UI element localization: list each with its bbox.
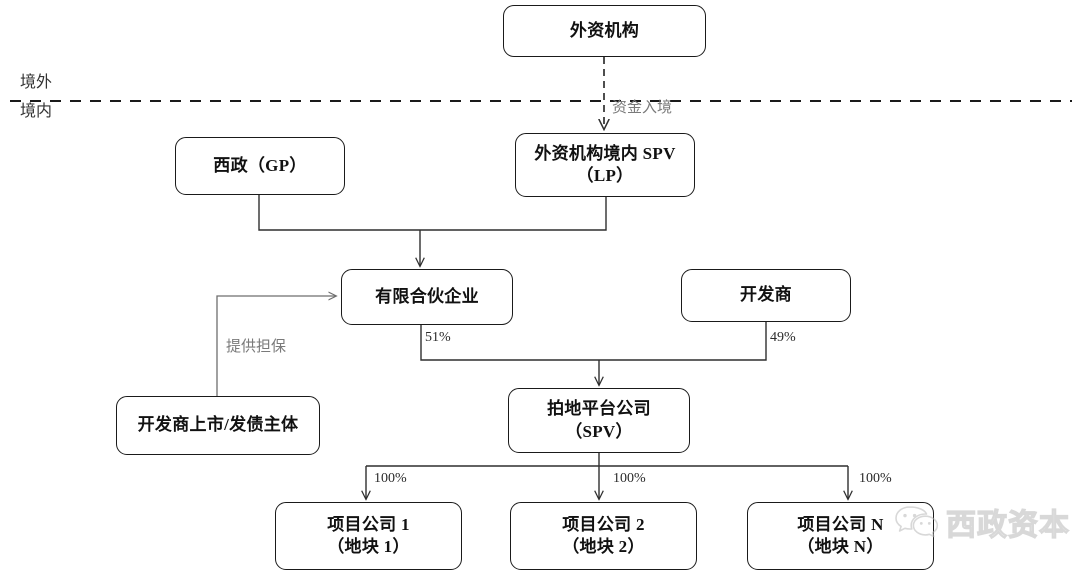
node-developer[interactable]: 开发商	[681, 269, 851, 322]
edge-label-share-51: 51%	[425, 330, 451, 345]
node-project-company-n[interactable]: 项目公司 N （地块 N）	[747, 502, 934, 570]
node-developer-listed-entity-label: 开发商上市/发债主体	[137, 415, 299, 435]
edge-lp-to-partnership	[420, 196, 607, 231]
node-developer-listed-entity[interactable]: 开发商上市/发债主体	[116, 396, 320, 455]
node-foreign-institution[interactable]: 外资机构	[503, 5, 706, 57]
node-onshore-spv-sublabel: （LP）	[576, 166, 634, 185]
node-onshore-spv-label: 外资机构境内 SPV	[534, 143, 676, 163]
node-project-company-1-label: 项目公司 1	[327, 514, 410, 534]
node-onshore-spv[interactable]: 外资机构境内 SPV （LP）	[515, 133, 695, 197]
node-project-company-n-label: 项目公司 N	[797, 514, 884, 534]
node-project-company-n-sublabel: （地块 N）	[797, 537, 884, 556]
node-project-company-1[interactable]: 项目公司 1 （地块 1）	[275, 502, 462, 570]
onshore-zone-label: 境内	[20, 103, 53, 120]
watermark-text: 西政资本	[945, 508, 1070, 542]
node-land-bidding-platform-label: 拍地平台公司	[547, 399, 651, 419]
node-project-company-1-sublabel: （地块 1）	[327, 537, 410, 556]
node-limited-partnership[interactable]: 有限合伙企业	[341, 269, 513, 325]
node-land-bidding-platform-sublabel: （SPV）	[565, 421, 633, 441]
node-foreign-institution-label: 外资机构	[569, 20, 640, 40]
node-xizheng-gp[interactable]: 西政（GP）	[175, 137, 345, 195]
node-land-bidding-platform[interactable]: 拍地平台公司 （SPV）	[508, 388, 690, 453]
node-limited-partnership-label: 有限合伙企业	[375, 286, 479, 306]
edge-label-share-100-a: 100%	[374, 471, 407, 486]
edge-developer-49	[599, 322, 767, 361]
edge-label-share-100-c: 100%	[859, 471, 892, 486]
node-project-company-2-label: 项目公司 2	[562, 514, 645, 534]
node-developer-label: 开发商	[740, 285, 792, 305]
node-project-company-2-sublabel: （地块 2）	[562, 537, 645, 556]
node-xizheng-gp-label: 西政（GP）	[213, 155, 307, 175]
edge-label-share-49: 49%	[770, 330, 796, 345]
edge-gp-to-partnership	[258, 195, 420, 231]
edge-label-capital-inflow: 资金入境	[612, 100, 673, 116]
node-project-company-2[interactable]: 项目公司 2 （地块 2）	[510, 502, 697, 570]
edge-label-share-100-b: 100%	[613, 471, 646, 486]
offshore-zone-label: 境外	[20, 74, 53, 91]
edge-label-provide-guarantee: 提供担保	[226, 339, 287, 355]
